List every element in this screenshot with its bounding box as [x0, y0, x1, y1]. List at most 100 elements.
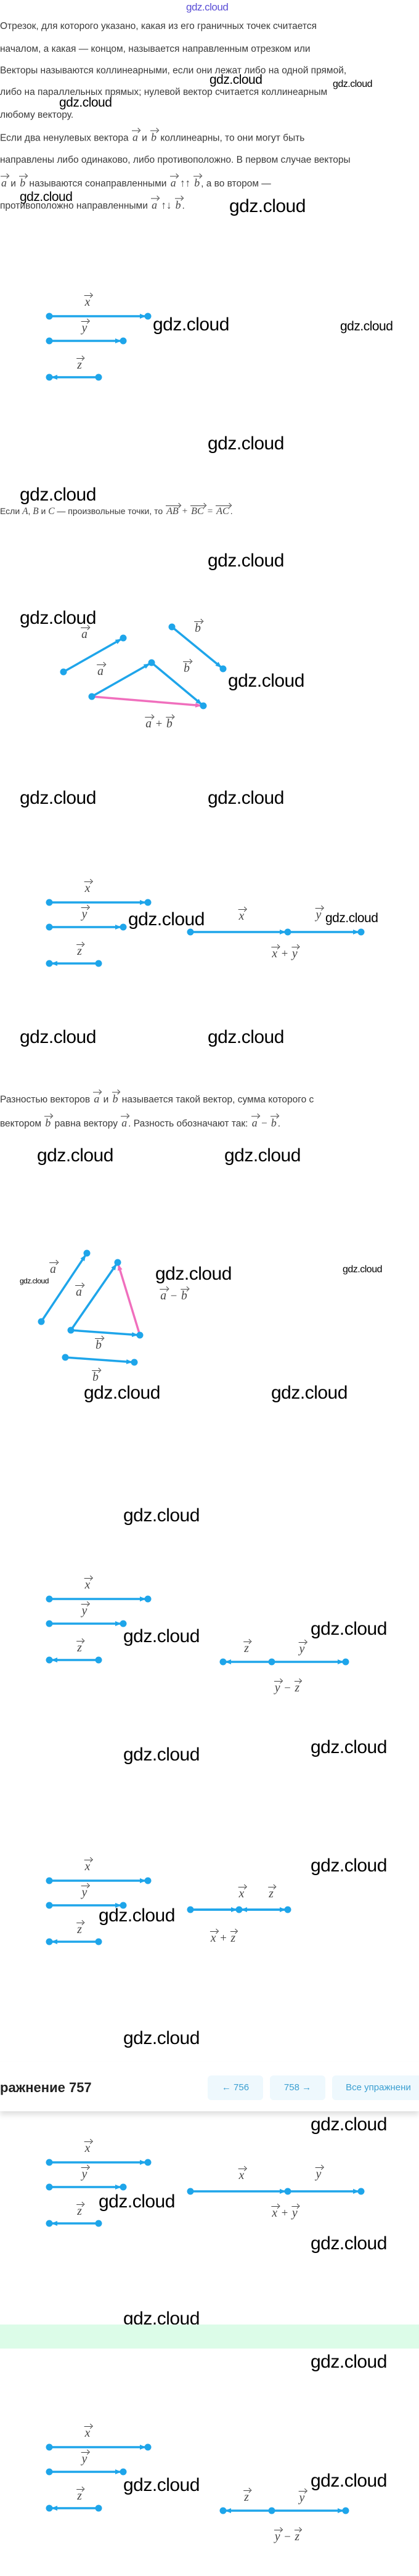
vector-point — [46, 960, 53, 967]
vector-symbol: z — [268, 1887, 275, 1900]
vector-point — [187, 2188, 194, 2195]
watermark: gdz.cloud — [99, 2191, 175, 2212]
vector-symbol: y — [274, 1681, 282, 1695]
watermark: gdz.cloud — [123, 1744, 200, 1765]
vector-symbol: b — [112, 1092, 120, 1105]
text-segment: началом, а какая — концом, называется на… — [0, 44, 311, 54]
vector-symbol: a — [75, 1285, 83, 1299]
point-symbol: A — [22, 506, 28, 517]
vector-symbol: z — [76, 944, 83, 958]
vector-symbol: y — [315, 908, 323, 922]
vector-point — [144, 1877, 152, 1884]
text-segment: — произвольные точки, то — [54, 506, 166, 516]
vector-point — [144, 2159, 152, 2166]
math-operator: − — [258, 1117, 270, 1129]
watermark: gdz.cloud — [208, 788, 284, 808]
vector-point — [342, 1658, 349, 1666]
vector-symbol: y — [81, 1604, 89, 1617]
vector-symbol: x — [238, 1887, 246, 1900]
vector-point — [144, 899, 152, 906]
triangle-vector-b — [70, 1329, 140, 1338]
vector-label: x — [238, 2169, 246, 2183]
text-segment: Отрезок, для которого указано, какая из … — [0, 21, 317, 31]
vector-point — [342, 2507, 349, 2514]
site-logo-link[interactable]: gdz.cloud — [186, 1, 229, 13]
watermark: gdz.cloud — [20, 788, 96, 808]
vector-symbol: z — [294, 1681, 301, 1695]
vector-symbol: x — [84, 2426, 92, 2440]
vector-label: y — [81, 907, 89, 922]
vector-point — [120, 634, 127, 642]
vector-point — [219, 2507, 227, 2514]
vector-symbol: b — [19, 176, 27, 189]
all-exercises-button[interactable]: Все упражнени — [332, 2075, 419, 2100]
vector-label: x — [238, 909, 246, 923]
vector-point — [187, 1906, 194, 1913]
theory-line: Отрезок, для которого указано, какая из … — [0, 21, 317, 32]
vector-point — [38, 1318, 45, 1325]
vector-point — [46, 1620, 53, 1627]
vector-symbol: y — [81, 2452, 89, 2466]
vector-symbol: y — [315, 2167, 323, 2181]
math-operator: + — [179, 506, 190, 517]
vector-symbol: z — [76, 1923, 83, 1936]
watermark: gdz.cloud — [208, 550, 284, 571]
text-segment: и — [100, 1094, 112, 1105]
text-segment: равна вектору — [52, 1118, 121, 1129]
next-exercise-button[interactable]: 758 → — [270, 2075, 325, 2100]
vector-a — [40, 1253, 88, 1322]
vector-point — [46, 2504, 53, 2512]
vector-point — [120, 2468, 127, 2476]
text-segment: . — [230, 506, 233, 516]
vector-label: x — [84, 2426, 92, 2440]
vector-point — [235, 1906, 243, 1913]
vector-point — [46, 1877, 53, 1884]
theory-line: a и b называются сонаправленными a ↑↑ b,… — [0, 176, 271, 190]
text-segment: вектором — [0, 1118, 44, 1129]
vector-label: b — [182, 661, 191, 676]
vector-label: z — [243, 1642, 250, 1656]
vector-point — [95, 2504, 102, 2512]
text-segment: Если два ненулевых вектора — [0, 133, 131, 144]
vector-symbol: y — [298, 1642, 306, 1656]
vector-symbol: z — [76, 1641, 83, 1654]
watermark: gdz.cloud — [153, 314, 229, 335]
vector-point — [46, 2468, 53, 2476]
vector-symbol: x — [210, 1931, 218, 1945]
vector-symbol: a — [145, 717, 153, 730]
vector-point — [46, 1595, 53, 1603]
text-segment: называется такой вектор, сумма которого … — [119, 1094, 314, 1105]
exercise-nav-bar: ражнение 757 ← 756 758 → Все упражнени — [0, 2062, 419, 2111]
vector-point — [144, 313, 152, 320]
prev-exercise-button[interactable]: ← 756 — [208, 2075, 263, 2100]
watermark: gdz.cloud — [37, 1145, 113, 1166]
vector-point — [46, 1656, 53, 1664]
vector-point — [46, 2183, 53, 2191]
vector-a-minus-b — [116, 1262, 141, 1336]
vector-label: x + y — [271, 947, 299, 961]
vector-label: z — [243, 2490, 250, 2504]
vector-label: y — [298, 2491, 306, 2505]
vector-b — [65, 1356, 135, 1365]
text-segment: любому вектору. — [0, 110, 74, 120]
vector-symbol: AC — [216, 505, 230, 517]
vector-symbol: x — [84, 2141, 92, 2155]
triangle-vector-b — [150, 661, 205, 707]
vector-point — [46, 337, 53, 345]
vector-label: y — [81, 321, 89, 335]
vector-symbol: x — [238, 2169, 246, 2182]
vector-label: a — [80, 628, 89, 642]
watermark: gdz.cloud — [20, 1027, 96, 1047]
vector-point — [46, 899, 53, 906]
vector-label: y — [315, 908, 323, 922]
theory-line: Если два ненулевых вектора a и b коллине… — [0, 130, 304, 144]
watermark: gdz.cloud — [333, 79, 373, 89]
vector-symbol: z — [243, 2490, 250, 2504]
difference-definition-line: вектором b равна вектору a. Разность обо… — [0, 1116, 280, 1130]
vector-symbol: a — [121, 1116, 129, 1129]
vector-symbol: z — [294, 2530, 301, 2543]
vector-point — [136, 1331, 144, 1339]
vector-symbol: a — [93, 1092, 101, 1105]
vector-symbol: a — [151, 198, 158, 211]
